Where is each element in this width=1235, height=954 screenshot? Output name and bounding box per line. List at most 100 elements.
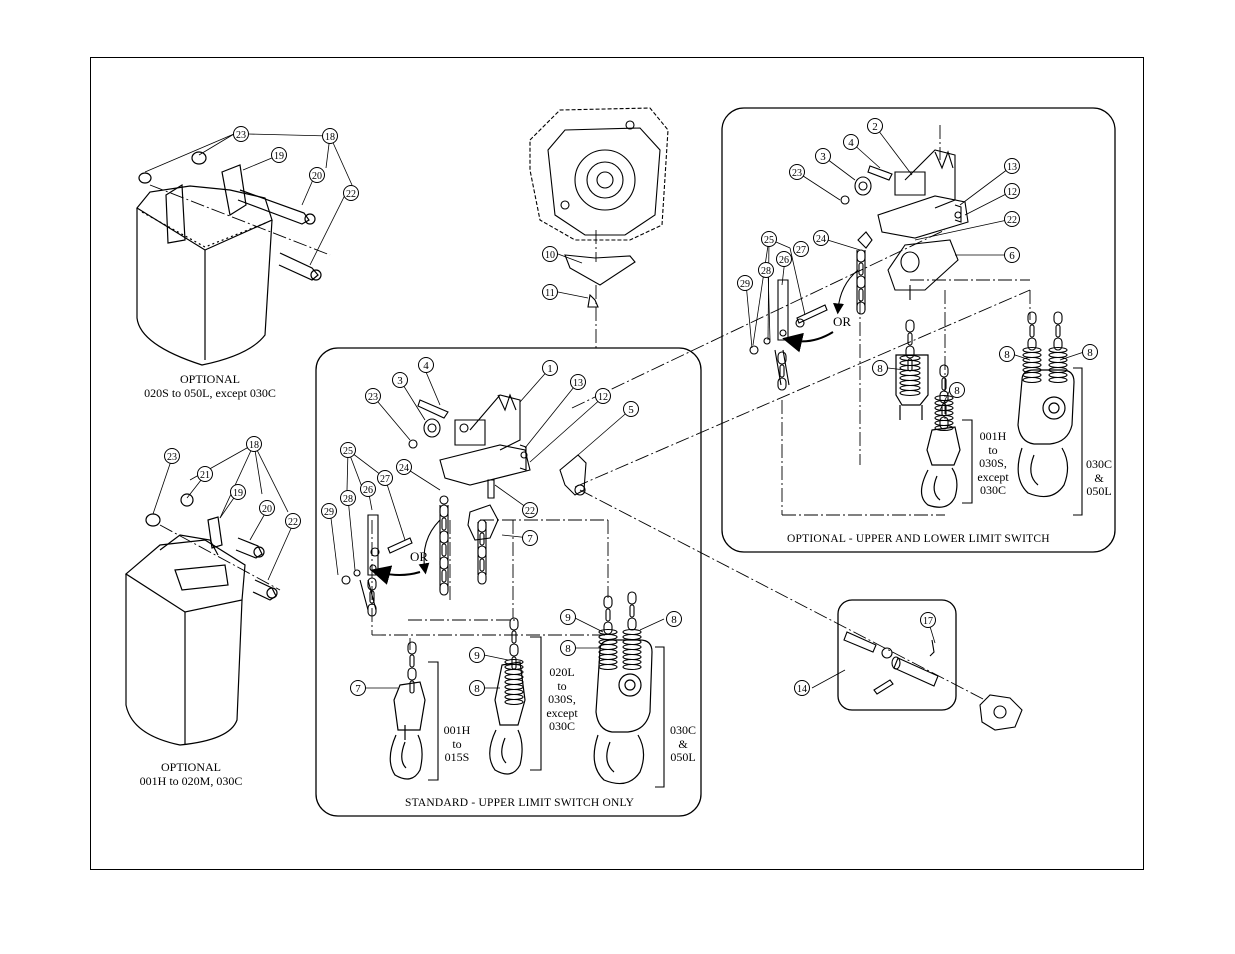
- chain-link: [858, 262, 864, 276]
- chain-link: [407, 667, 417, 681]
- spring-coil: [622, 643, 642, 651]
- callout-number: 23: [236, 130, 246, 141]
- spring-coil: [622, 663, 642, 671]
- spring-coil: [598, 663, 618, 671]
- callout-c10: 10: [542, 246, 558, 262]
- callout-number: 2: [872, 121, 878, 133]
- chain-link: [441, 517, 447, 531]
- spring-coil: [934, 394, 954, 402]
- range-line: &: [1094, 470, 1104, 485]
- spring-coil: [1022, 371, 1042, 379]
- callout-c27s: 27: [377, 470, 393, 486]
- chain-link: [856, 275, 866, 289]
- callout-c19a: 19: [271, 147, 287, 163]
- callout-c7s2: 7: [350, 680, 366, 696]
- chain-link: [905, 345, 915, 359]
- chain-link: [777, 351, 787, 365]
- standard-panel: [315, 347, 702, 817]
- callout-c12o: 12: [1004, 183, 1020, 199]
- spring-coil: [934, 419, 954, 427]
- chain-link: [369, 590, 375, 604]
- chain-link: [439, 504, 449, 518]
- callout-c2o: 2: [867, 118, 883, 134]
- callout-number: 22: [1007, 215, 1017, 226]
- callout-number: 17: [923, 616, 933, 627]
- callout-c8o1: 8: [872, 360, 888, 376]
- callout-number: 4: [423, 360, 429, 372]
- callout-c3s: 3: [392, 372, 408, 388]
- hoist-housing: [529, 107, 669, 308]
- spring-coil: [1048, 371, 1068, 379]
- callout-number: 26: [363, 485, 373, 496]
- chain-link: [441, 569, 447, 583]
- range-line: except: [546, 705, 578, 720]
- spring-coil: [504, 678, 524, 686]
- chain-link: [856, 249, 866, 263]
- range-std-large: 030C&050L: [664, 723, 702, 765]
- callout-number: 7: [527, 533, 533, 545]
- spring-coil: [934, 404, 954, 412]
- callout-c5s: 5: [623, 401, 639, 417]
- callout-number: 4: [848, 137, 854, 149]
- chain-link: [439, 530, 449, 544]
- range-line: 030S,: [979, 456, 1007, 470]
- chain-link: [629, 604, 635, 618]
- chain-link: [907, 332, 913, 346]
- spring-coil: [899, 389, 921, 397]
- range-line: &: [678, 736, 688, 751]
- spring-coil: [504, 673, 524, 681]
- chain-link: [409, 680, 415, 694]
- callout-c8s3: 8: [469, 680, 485, 696]
- chain-link: [441, 543, 447, 557]
- standard-hook-mid: [489, 661, 526, 775]
- spring-coil: [504, 683, 524, 691]
- chain-link: [627, 617, 637, 631]
- callout-c19b: 19: [230, 484, 246, 500]
- spring-coil: [598, 653, 618, 661]
- callout-number: 22: [346, 189, 356, 200]
- chain-link: [407, 641, 417, 655]
- callout-c28s: 28: [340, 490, 356, 506]
- spring-coil: [1048, 376, 1068, 384]
- standard-panel-title: STANDARD - UPPER LIMIT SWITCH ONLY: [402, 797, 638, 809]
- callout-c23s: 23: [365, 388, 381, 404]
- callout-number: 29: [740, 279, 750, 290]
- callout-c22b: 22: [285, 513, 301, 529]
- chain-link: [605, 608, 611, 622]
- chain-link: [1027, 337, 1037, 351]
- callout-c24o: 24: [813, 230, 829, 246]
- chain-link: [1053, 311, 1063, 325]
- spring-coil: [598, 648, 618, 656]
- callout-number: 3: [820, 151, 826, 163]
- range-line: 050L: [670, 750, 696, 764]
- range-line: 020L: [549, 665, 575, 679]
- spring-coil: [899, 384, 921, 392]
- callout-number: 7: [355, 683, 361, 695]
- chain-link: [856, 301, 866, 315]
- callout-c23o: 23: [789, 164, 805, 180]
- chain-link: [439, 556, 449, 570]
- chain-link: [939, 390, 949, 404]
- callout-c25o: 25: [761, 231, 777, 247]
- callout-number: 27: [796, 245, 806, 256]
- callout-c9s2: 9: [469, 647, 485, 663]
- bag-bottom-caption-line2: 001H to 020M, 030C: [139, 774, 243, 788]
- spring-coil: [1048, 356, 1068, 364]
- callout-number: 24: [399, 463, 409, 474]
- chain-link: [511, 630, 517, 644]
- standard-limit-switch: [341, 393, 587, 611]
- chain-link: [477, 545, 487, 559]
- callout-c11: 11: [542, 284, 558, 300]
- standard-hook-large: [593, 639, 653, 785]
- chain-link: [858, 288, 864, 302]
- callout-c14: 14: [794, 680, 810, 696]
- callout-number: 13: [1007, 162, 1017, 173]
- callout-c24s: 24: [396, 459, 412, 475]
- chain-bag-bottom: [124, 493, 278, 746]
- callout-c17: 17: [920, 612, 936, 628]
- callout-c8o4: 8: [1082, 344, 1098, 360]
- spring-coil: [504, 688, 524, 696]
- optional-hook-mid: [920, 426, 961, 508]
- spring-coil: [504, 668, 524, 676]
